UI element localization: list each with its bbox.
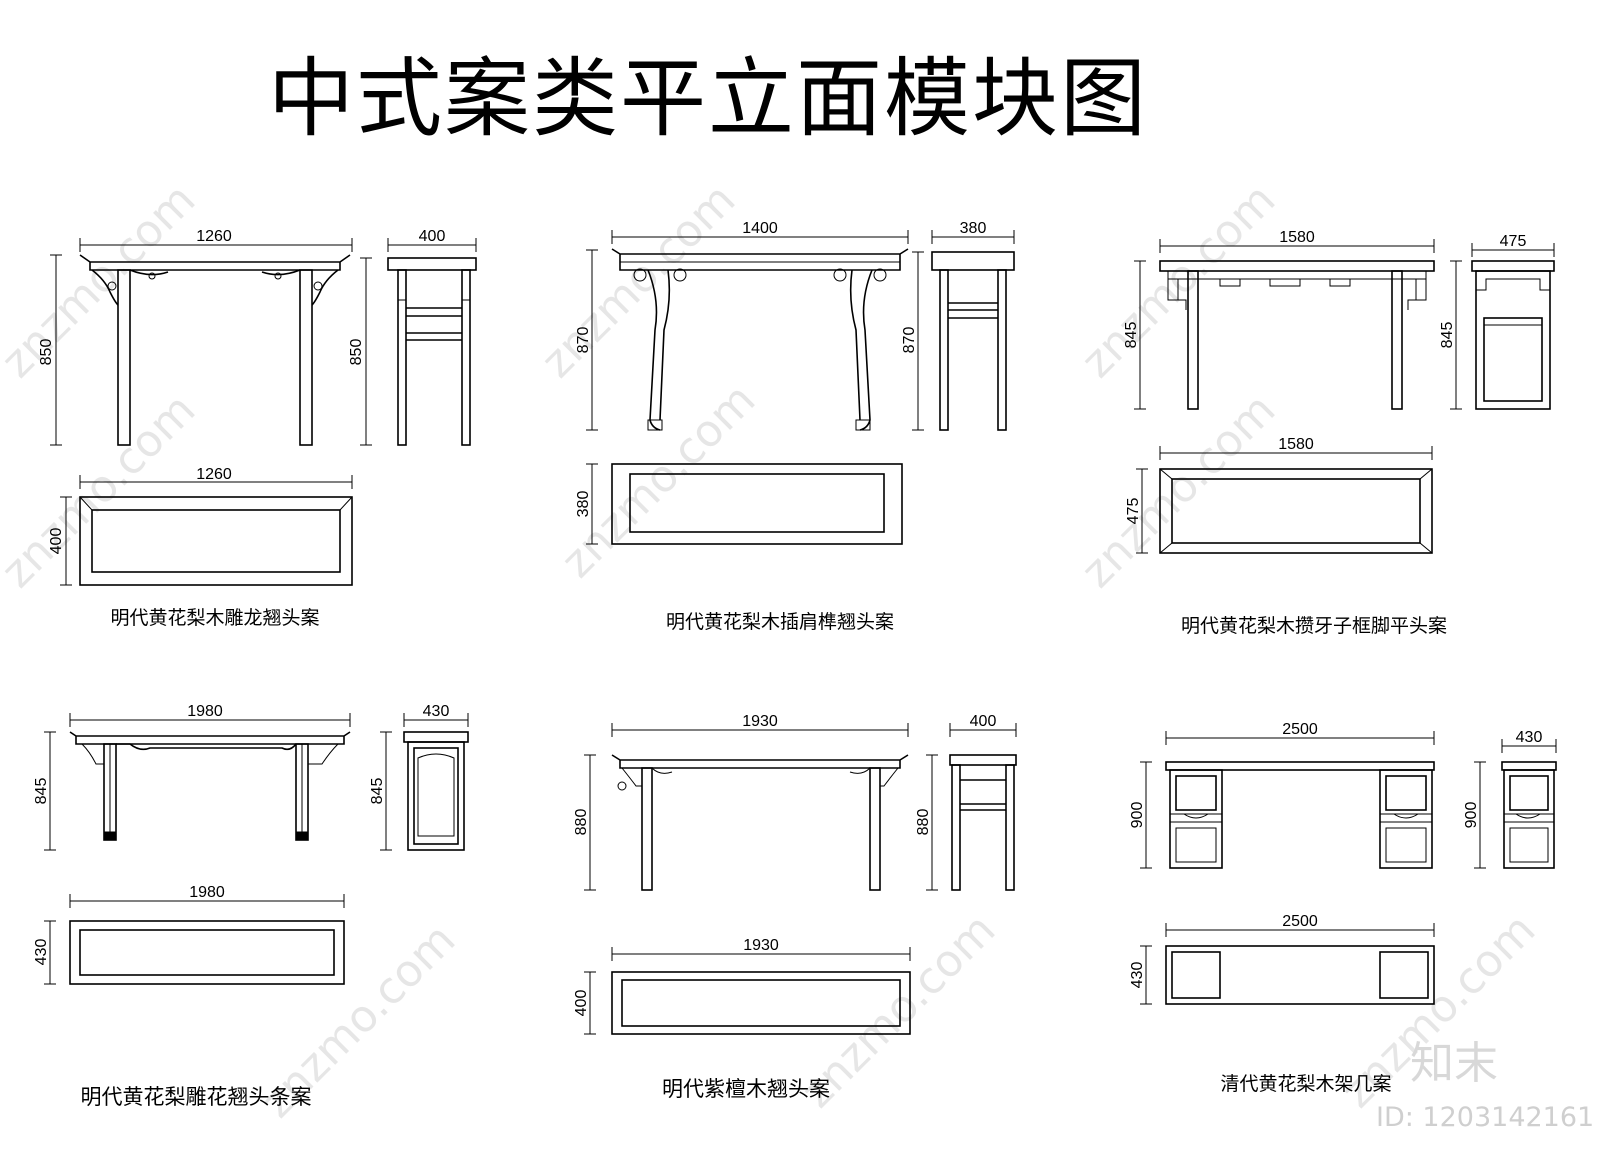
table-1-side-height-label: 850 <box>348 339 365 366</box>
table-6-drawings: 2500 900 430 900 2500 430 清代黄花梨木架 <box>1129 721 1557 1095</box>
watermark: znzmo.com <box>552 374 766 588</box>
table-3-drawings: 1580 845 475 845 1580 475 明代黄花梨木攒牙子框脚平头案 <box>1123 229 1555 637</box>
table-6-front-width-label: 2500 <box>1282 721 1318 738</box>
table-5-plan-width-label: 1930 <box>743 937 779 954</box>
table-6-front-height-label: 900 <box>1129 802 1146 829</box>
table-4-front-height-label: 845 <box>33 778 50 805</box>
table-6-plan-width-label: 2500 <box>1282 913 1318 930</box>
watermark: znzmo.com <box>1072 174 1286 388</box>
table-2-plan <box>611 463 903 545</box>
watermark: znzmo.com <box>0 384 205 598</box>
table-4-front-width-label: 1980 <box>187 703 223 720</box>
table-3-front-elevation <box>1159 260 1435 410</box>
page-title: 中式案类平立面模块图 <box>268 49 1148 149</box>
table-1-side-elevation <box>387 257 477 446</box>
table-5-plan-depth-label: 400 <box>573 990 590 1017</box>
table-6-plan-depth-label: 430 <box>1129 962 1146 989</box>
table-3-front-height-label: 845 <box>1123 322 1140 349</box>
watermark: znzmo.com <box>1072 384 1286 598</box>
table-1-drawings: 1260 850 400 850 1260 <box>38 228 477 629</box>
table-6-plan <box>1165 945 1435 1005</box>
table-2-side-width-label: 380 <box>960 220 987 237</box>
table-5-side-height-label: 880 <box>915 809 932 836</box>
table-1-front-elevation <box>79 254 351 446</box>
table-6-side-elevation <box>1501 761 1557 869</box>
table-2-front-width-label: 1400 <box>742 220 778 237</box>
table-3-plan <box>1159 468 1433 554</box>
table-3-caption: 明代黄花梨木攒牙子框脚平头案 <box>1181 615 1447 637</box>
table-4-drawings: 1980 845 430 845 1980 430 明代黄花梨雕花翘头条案 <box>33 703 469 1109</box>
table-2-side-height-label: 870 <box>901 327 918 354</box>
table-3-side-height-label: 845 <box>1439 322 1456 349</box>
table-3-side-elevation <box>1471 260 1555 410</box>
table-6-caption: 清代黄花梨木架几案 <box>1220 1073 1391 1095</box>
table-5-side-width-label: 400 <box>970 713 997 730</box>
table-1-front-height-label: 850 <box>38 339 55 366</box>
table-4-caption: 明代黄花梨雕花翘头条案 <box>81 1085 312 1109</box>
table-4-plan-depth-label: 430 <box>33 939 50 966</box>
table-3-plan-width-label: 1580 <box>1278 436 1314 453</box>
table-5-front-width-label: 1930 <box>742 713 778 730</box>
table-1-front-width-label: 1260 <box>196 228 232 245</box>
table-5-side-elevation <box>949 754 1017 891</box>
table-5-drawings: 1930 880 400 880 1930 400 明代紫檀木翘头案 <box>573 713 1017 1101</box>
table-5-front-height-label: 880 <box>573 809 590 836</box>
table-2-caption: 明代黄花梨木插肩榫翘头案 <box>666 611 894 633</box>
table-5-plan <box>611 971 911 1035</box>
table-2-side-elevation <box>931 251 1015 431</box>
table-2-drawings: 1400 870 380 870 380 明代黄花梨木插肩榫翘头案 <box>575 220 1015 633</box>
table-5-front-elevation <box>611 754 909 891</box>
table-4-side-width-label: 430 <box>423 703 450 720</box>
table-4-side-height-label: 845 <box>369 778 386 805</box>
table-3-front-width-label: 1580 <box>1279 229 1315 246</box>
table-4-plan-width-label: 1980 <box>189 884 225 901</box>
table-4-plan <box>69 920 345 985</box>
table-1-caption: 明代黄花梨木雕龙翘头案 <box>110 607 319 629</box>
table-2-front-height-label: 870 <box>575 327 592 354</box>
table-3-side-width-label: 475 <box>1500 233 1527 250</box>
table-4-side-elevation <box>403 731 469 851</box>
table-1-plan <box>79 496 353 586</box>
table-5-caption: 明代紫檀木翘头案 <box>662 1077 830 1101</box>
table-3-plan-depth-label: 475 <box>1125 498 1142 525</box>
table-6-front-elevation <box>1165 761 1435 869</box>
table-2-plan-depth-label: 380 <box>575 491 592 518</box>
brand-logo: 知末 <box>1410 1038 1498 1089</box>
table-1-plan-width-label: 1260 <box>196 466 232 483</box>
table-6-side-width-label: 430 <box>1516 729 1543 746</box>
table-1-side-width-label: 400 <box>419 228 446 245</box>
table-1-plan-depth-label: 400 <box>48 528 65 555</box>
id-label: ID: 1203142161 <box>1376 1102 1594 1133</box>
table-6-side-height-label: 900 <box>1463 802 1480 829</box>
table-4-front-elevation <box>69 731 351 841</box>
table-2-front-elevation <box>611 248 909 431</box>
